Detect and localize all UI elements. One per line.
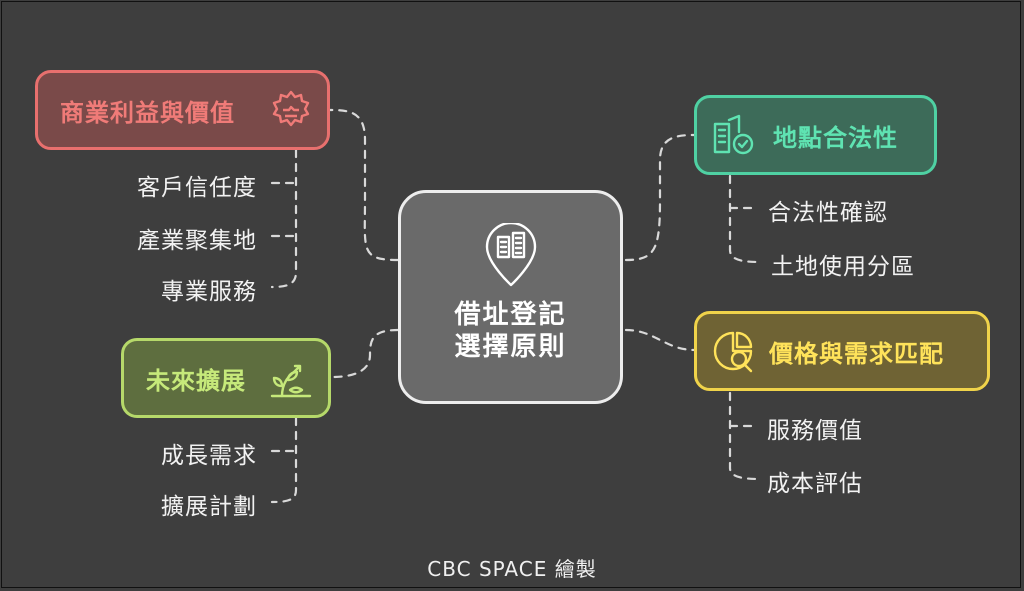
leaf-expansion-plan: 擴展計劃: [161, 494, 257, 520]
branch-business-label: 商業利益與價值: [60, 98, 235, 127]
connector-price: [624, 328, 697, 352]
chart-magnifier-icon: [713, 331, 753, 373]
branch-legality: 地點合法性: [694, 95, 937, 175]
branch-expansion-label: 未來擴展: [146, 366, 246, 395]
branch-expansion: 未來擴展: [121, 338, 331, 418]
leaf-professional-service: 專業服務: [161, 279, 257, 305]
connector-legality-children: [728, 174, 762, 264]
leaf-cost-evaluation: 成本評估: [767, 471, 863, 497]
branch-legality-label: 地點合法性: [773, 123, 898, 152]
connector-business: [328, 108, 400, 262]
leaf-growth-demand: 成長需求: [161, 443, 257, 469]
growing-plant-icon: [270, 364, 312, 398]
credit-text: CBC SPACE 繪製: [427, 557, 597, 581]
puzzle-gear-icon: [272, 90, 310, 127]
connector-expansion: [330, 328, 400, 379]
center-title: 借址登記 選擇原則: [454, 300, 567, 362]
leaf-service-value: 服務價值: [767, 418, 863, 444]
leaf-land-use-zoning: 土地使用分區: [771, 254, 915, 280]
connector-business-children: [270, 148, 298, 289]
building-check-icon: [713, 114, 754, 155]
map-pin-building-icon: [485, 223, 537, 287]
branch-price-demand: 價格與需求匹配: [694, 311, 990, 391]
center-node: 借址登記 選擇原則: [398, 190, 623, 404]
connector-legality: [624, 133, 696, 262]
branch-price-label: 價格與需求匹配: [769, 339, 944, 368]
leaf-customer-trust: 客戶信任度: [137, 175, 257, 201]
connector-expansion-children: [270, 416, 298, 504]
connector-price-children: [728, 391, 762, 481]
leaf-industry-cluster: 產業聚集地: [137, 228, 257, 254]
leaf-legality-confirm: 合法性確認: [768, 200, 888, 226]
branch-business-value: 商業利益與價值: [35, 70, 330, 150]
